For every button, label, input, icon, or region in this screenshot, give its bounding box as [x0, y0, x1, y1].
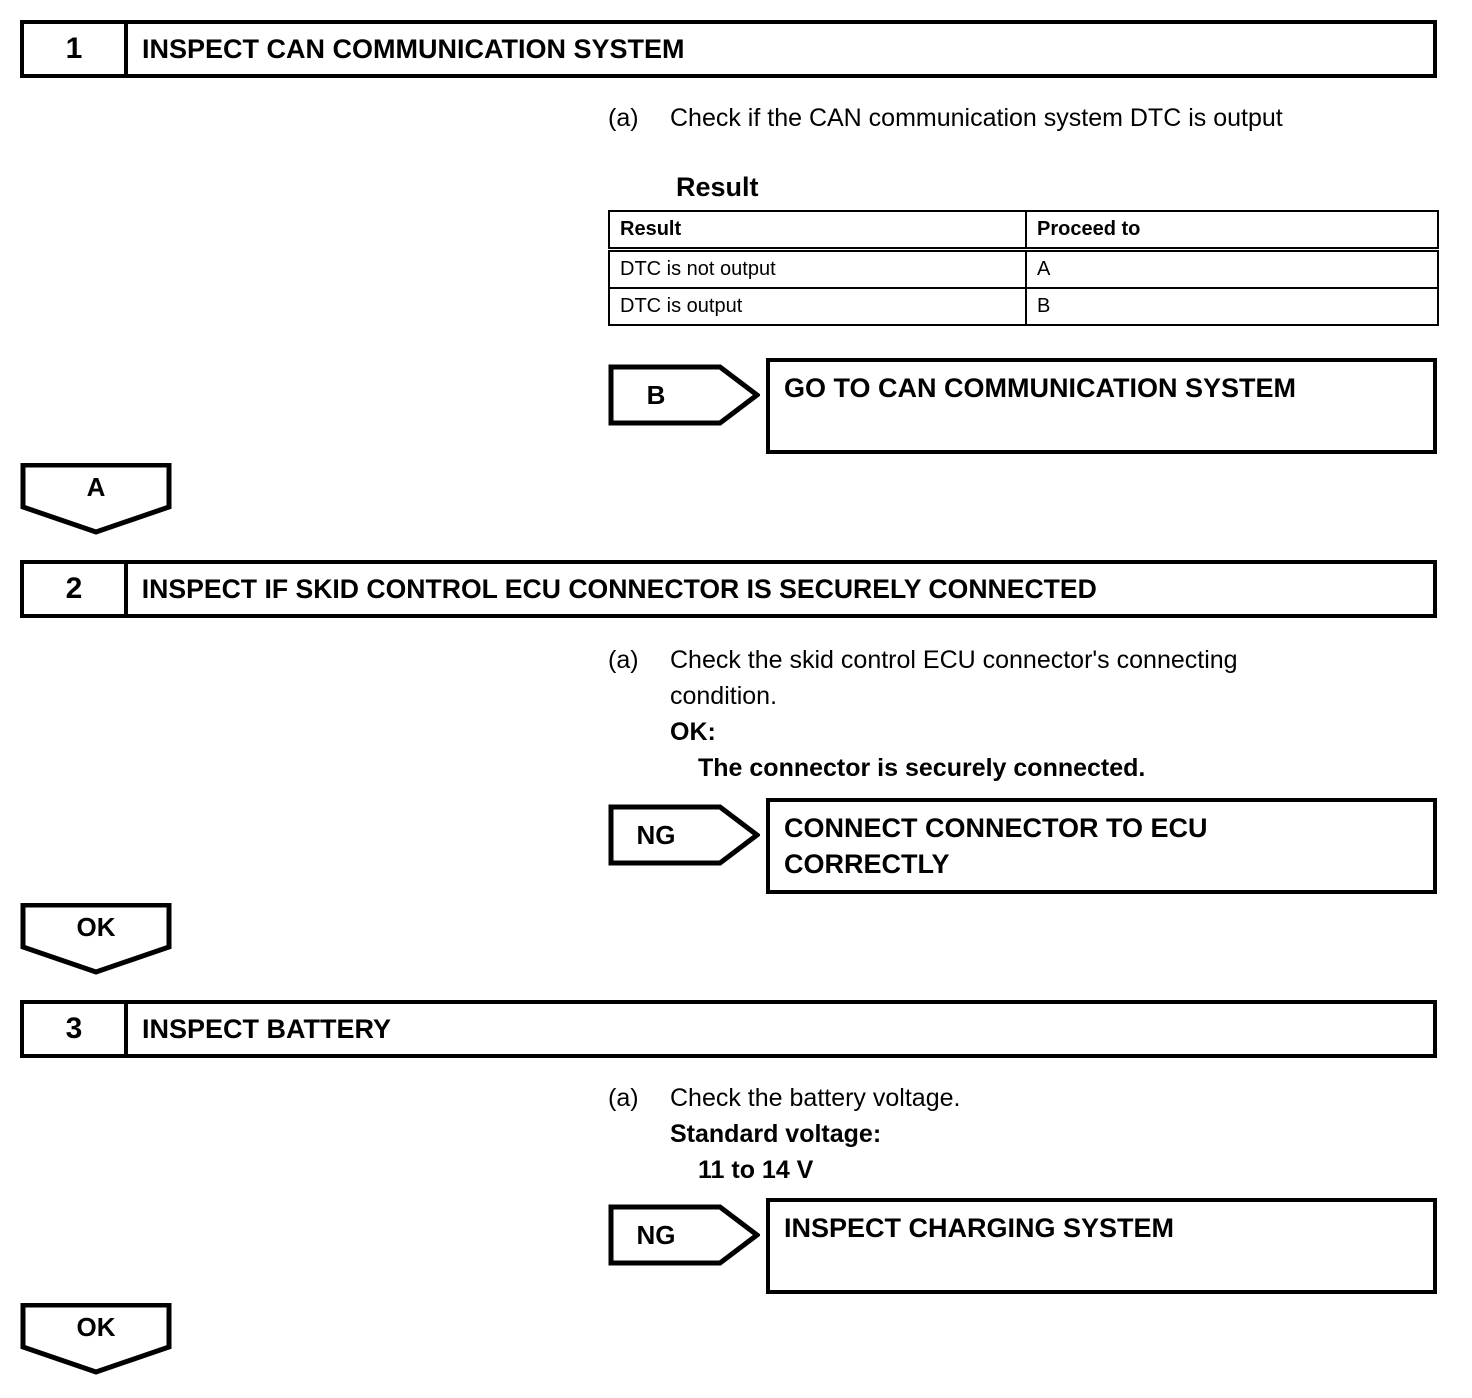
step-title-1: INSPECT CAN COMMUNICATION SYSTEM [142, 33, 685, 64]
pentagon-right-shape [608, 364, 760, 426]
branch-tag-ng-3: NG [608, 1204, 760, 1266]
action-box-inspect-charging-system: INSPECT CHARGING SYSTEM [766, 1198, 1437, 1294]
step-1-procedure: (a) Check if the CAN communication syste… [608, 100, 1438, 136]
step-3-procedure: (a) Check the battery voltage. Standard … [608, 1080, 1438, 1188]
procedure-label-2a: (a) [608, 646, 639, 674]
result-table-header-result: Result [608, 210, 1027, 252]
procedure-text-2a-line-2: condition. [670, 682, 778, 710]
connector-tag-ok-3-label: OK [76, 1312, 116, 1342]
result-table-1: Result Proceed to DTC is not output A DT… [608, 210, 1439, 326]
connector-tag-a: A [20, 463, 172, 535]
branch-tag-b-label: B [646, 380, 666, 410]
step-number-3: 3 [24, 1004, 128, 1054]
action-box-go-to-can: GO TO CAN COMMUNICATION SYSTEM [766, 358, 1437, 454]
procedure-spec-value-3: 11 to 14 V [698, 1156, 814, 1184]
procedure-label-1a: (a) [608, 104, 639, 132]
step-title-2: INSPECT IF SKID CONTROL ECU CONNECTOR IS… [141, 573, 1097, 604]
procedure-spec-value-2: The connector is securely connected. [698, 754, 1146, 782]
procedure-text-2a-line-1: Check the skid control ECU connector's c… [670, 646, 1238, 674]
table-row: DTC is output B [608, 287, 1439, 326]
procedure-spec-label-3: Standard voltage: [670, 1120, 882, 1148]
pentagon-right-shape [608, 804, 760, 866]
connector-tag-ok-2-label: OK [76, 912, 116, 942]
step-header-2: 2 INSPECT IF SKID CONTROL ECU CONNECTOR … [20, 560, 1437, 618]
step-title-3: INSPECT BATTERY [142, 1013, 392, 1044]
branch-tag-ng-2-label: NG [636, 820, 676, 850]
pentagon-right-shape [608, 1204, 760, 1266]
result-cell-proceed-1: A [1025, 248, 1439, 289]
result-cell-proceed-2: B [1025, 287, 1439, 326]
result-table-header-row: Result Proceed to [608, 210, 1439, 252]
step-2-procedure: (a) Check the skid control ECU connector… [608, 642, 1438, 786]
action-box-connect-connector-line-2: CORRECTLY [784, 849, 950, 879]
action-box-go-to-can-line-1: GO TO CAN COMMUNICATION SYSTEM [784, 373, 1296, 403]
procedure-text-3a-line-1: Check the battery voltage. [670, 1084, 961, 1112]
action-box-connect-connector-line-1: CONNECT CONNECTOR TO ECU [784, 813, 1208, 843]
action-box-inspect-charging-system-line-1: INSPECT CHARGING SYSTEM [784, 1213, 1175, 1243]
branch-tag-b: B [608, 364, 760, 426]
procedure-text-1a-line-1: Check if the CAN communication system DT… [670, 104, 1283, 132]
procedure-spec-label-2: OK: [670, 718, 716, 746]
connector-tag-a-label: A [86, 472, 106, 502]
step-number-2: 2 [24, 564, 128, 614]
result-cell-condition-2: DTC is output [608, 287, 1027, 326]
step-header-1: 1 INSPECT CAN COMMUNICATION SYSTEM [20, 20, 1437, 78]
branch-tag-ng-2: NG [608, 804, 760, 866]
action-box-connect-connector: CONNECT CONNECTOR TO ECU CORRECTLY [766, 798, 1437, 894]
pentagon-down-shape [20, 903, 172, 975]
pentagon-down-shape [20, 463, 172, 535]
branch-tag-ng-3-label: NG [636, 1220, 676, 1250]
step-header-3: 3 INSPECT BATTERY [20, 1000, 1437, 1058]
result-table-caption-1: Result [676, 172, 759, 202]
result-table-header-proceed: Proceed to [1025, 210, 1439, 252]
table-row: DTC is not output A [608, 248, 1439, 289]
step-number-1: 1 [24, 24, 128, 74]
connector-tag-ok-3: OK [20, 1303, 172, 1375]
result-cell-condition-1: DTC is not output [608, 248, 1027, 289]
connector-tag-ok-2: OK [20, 903, 172, 975]
procedure-label-3a: (a) [608, 1084, 639, 1112]
pentagon-down-shape [20, 1303, 172, 1375]
